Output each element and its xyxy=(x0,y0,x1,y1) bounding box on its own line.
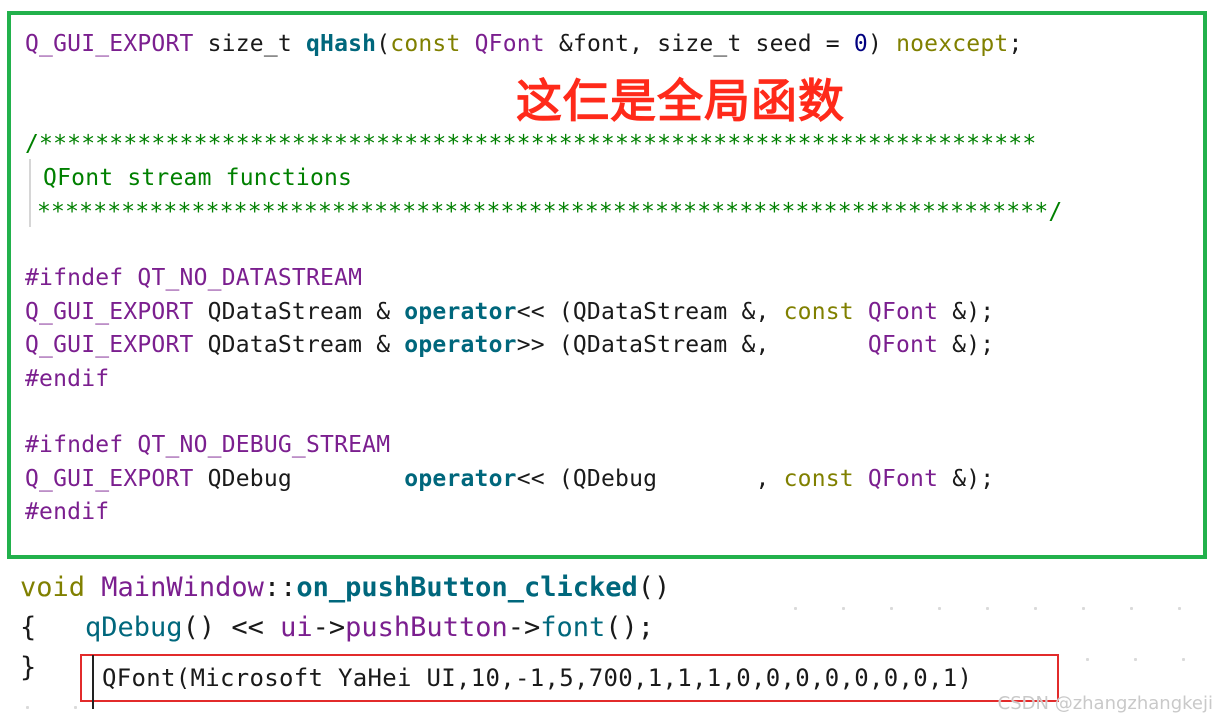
code-token xyxy=(123,265,137,291)
code-token: on_pushButton_clicked xyxy=(296,572,638,603)
grid-dot xyxy=(890,607,893,610)
code-token: #ifndef xyxy=(25,432,124,458)
grid-dot xyxy=(1130,607,1133,610)
code-token: ****************************************… xyxy=(37,199,1063,225)
code-token: 0 xyxy=(853,31,868,57)
grid-dot xyxy=(986,607,989,610)
code-line-operator-rshift: Q_GUI_EXPORT QDataStream & operator>> (Q… xyxy=(25,330,994,360)
code-token: &); xyxy=(938,299,995,325)
grid-dot xyxy=(842,607,845,610)
code-token: operator xyxy=(404,466,517,492)
editor-line-function-signature: void MainWindow::on_pushButton_clicked() xyxy=(20,570,670,606)
grid-dot xyxy=(1082,607,1085,610)
code-token xyxy=(854,466,868,492)
code-token: () xyxy=(637,572,671,603)
code-token: QT_NO_DEBUG_STREAM xyxy=(137,432,391,458)
code-token: /***************************************… xyxy=(25,131,1037,157)
code-token: const xyxy=(390,31,461,57)
text-cursor xyxy=(92,655,94,709)
code-line-ifndef-datastream: #ifndef QT_NO_DATASTREAM xyxy=(25,263,362,293)
code-token: operator xyxy=(404,332,517,358)
annotation-label: 这仨是全局函数 xyxy=(516,74,845,128)
code-token: qDebug xyxy=(85,612,183,643)
code-token: QFont xyxy=(474,31,545,57)
grid-dot xyxy=(1182,658,1185,661)
code-token: QDebug xyxy=(193,466,405,492)
code-token: #ifndef xyxy=(25,265,124,291)
code-token: -> xyxy=(507,612,541,643)
code-token: #endif xyxy=(25,499,110,525)
code-token: Q_GUI_EXPORT xyxy=(25,332,194,358)
grid-dot xyxy=(938,607,941,610)
code-token: QDataStream & xyxy=(193,332,405,358)
code-token xyxy=(85,572,101,603)
code-token: font xyxy=(540,612,606,643)
code-line-endif-1: #endif xyxy=(25,364,109,394)
editor-line-qdebug-call: { qDebug() << ui->pushButton->font(); xyxy=(20,610,654,646)
code-token: >> (QDataStream &, xyxy=(516,332,868,358)
code-token: noexcept xyxy=(896,31,1009,57)
code-token: QFont xyxy=(867,299,939,325)
code-token: } xyxy=(20,652,37,683)
code-token: ( xyxy=(376,31,391,57)
code-token: -> xyxy=(312,612,346,643)
code-line-operator-lshift: Q_GUI_EXPORT QDataStream & operator<< (Q… xyxy=(25,297,994,327)
code-token: operator xyxy=(404,299,517,325)
code-token: &); xyxy=(938,332,995,358)
code-line-qhash: Q_GUI_EXPORT size_t qHash(const QFont &f… xyxy=(25,29,1023,59)
debug-output-highlight: QFont(Microsoft YaHei UI,10,-1,5,700,1,1… xyxy=(80,654,1059,702)
code-token: QDataStream & xyxy=(193,299,405,325)
grid-dot xyxy=(1086,658,1089,661)
code-token: #endif xyxy=(25,366,110,392)
code-line-endif-2: #endif xyxy=(25,497,109,527)
code-token: QFont xyxy=(867,332,939,358)
code-token: const xyxy=(783,466,854,492)
code-token xyxy=(461,31,475,57)
csdn-watermark: CSDN @zhangzhangkeji xyxy=(997,693,1213,714)
code-token: pushButton xyxy=(345,612,508,643)
code-token: void xyxy=(20,572,86,603)
code-token xyxy=(854,299,868,325)
code-line-debug-operator: Q_GUI_EXPORT QDebug operator<< (QDebug ,… xyxy=(25,464,994,494)
code-token: QFont xyxy=(867,466,939,492)
code-line-comment-end: ****************************************… xyxy=(37,197,1062,227)
code-line-comment-start: /***************************************… xyxy=(25,129,1036,159)
grid-dot xyxy=(26,706,29,709)
code-token: &); xyxy=(938,466,995,492)
code-token: (); xyxy=(605,612,655,643)
code-token: ) xyxy=(867,31,897,57)
code-token: size_t xyxy=(193,31,306,57)
grid-dot xyxy=(74,706,77,709)
debug-output-text: QFont(Microsoft YaHei UI,10,-1,5,700,1,1… xyxy=(102,664,973,692)
code-token: Q_GUI_EXPORT xyxy=(25,466,194,492)
comment-guide-bar xyxy=(29,159,31,227)
code-token: ; xyxy=(1008,31,1023,57)
code-token: << (QDataStream &, xyxy=(516,299,784,325)
code-token: QFont stream functions xyxy=(29,165,353,191)
grid-dot xyxy=(1178,607,1181,610)
editor-line-close-brace: } xyxy=(20,650,36,686)
code-token: Q_GUI_EXPORT xyxy=(25,31,194,57)
grid-dot xyxy=(1034,607,1037,610)
code-token xyxy=(123,432,137,458)
code-line-comment-title: QFont stream functions xyxy=(29,163,352,193)
code-token: ui xyxy=(280,612,313,643)
code-token: qHash xyxy=(305,31,377,57)
code-token: Q_GUI_EXPORT xyxy=(25,299,194,325)
code-token: { xyxy=(20,612,86,643)
grid-dot xyxy=(1134,658,1137,661)
code-token: () << xyxy=(182,612,281,643)
code-token: << (QDebug , xyxy=(516,466,784,492)
qt-header-code-panel: Q_GUI_EXPORT size_t qHash(const QFont &f… xyxy=(7,11,1207,559)
code-token: :: xyxy=(263,572,297,603)
code-token: QT_NO_DATASTREAM xyxy=(137,265,363,291)
code-token: const xyxy=(783,299,854,325)
code-token: &font, size_t seed = xyxy=(544,31,854,57)
code-token: MainWindow xyxy=(101,572,264,603)
code-line-ifndef-debug: #ifndef QT_NO_DEBUG_STREAM xyxy=(25,430,390,460)
grid-dot xyxy=(794,607,797,610)
